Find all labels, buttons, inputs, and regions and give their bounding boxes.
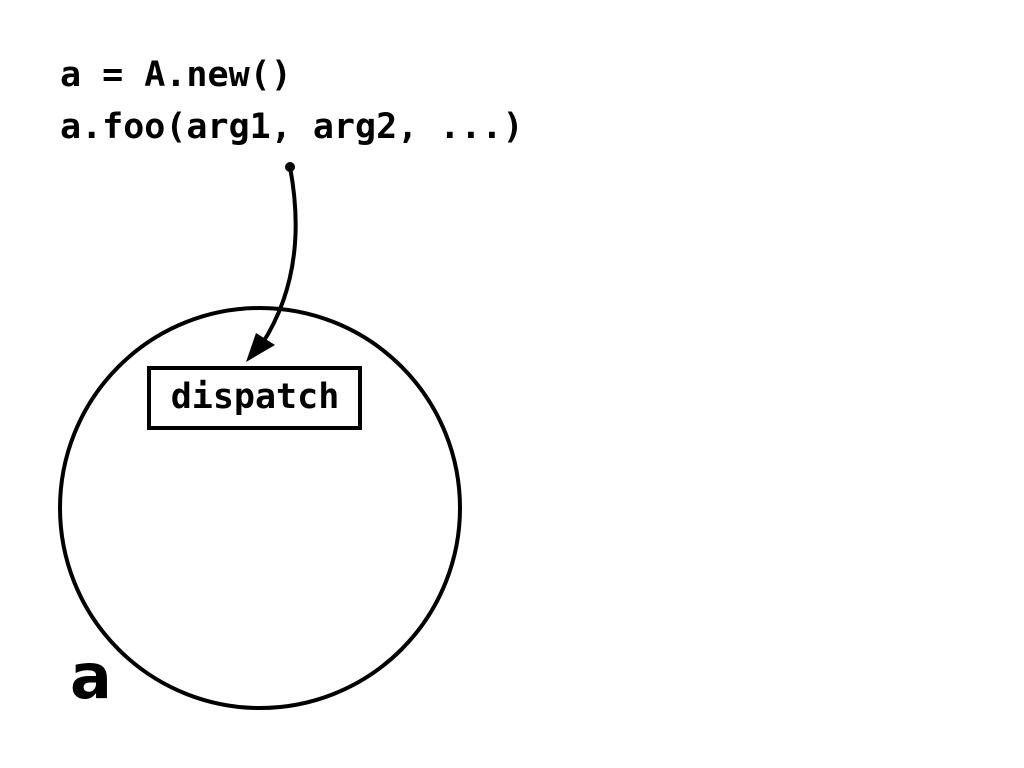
- dispatch-box: [147, 366, 362, 430]
- object-label: a: [70, 640, 112, 713]
- dispatch-label: dispatch: [171, 377, 340, 417]
- object-circle: [58, 306, 462, 710]
- code-line-method-call: a.foo(arg1, arg2, ...): [60, 107, 524, 147]
- call-arrow-line: [260, 166, 298, 346]
- code-line-constructor: a = A.new(): [60, 55, 292, 95]
- call-arrowhead: [246, 333, 275, 362]
